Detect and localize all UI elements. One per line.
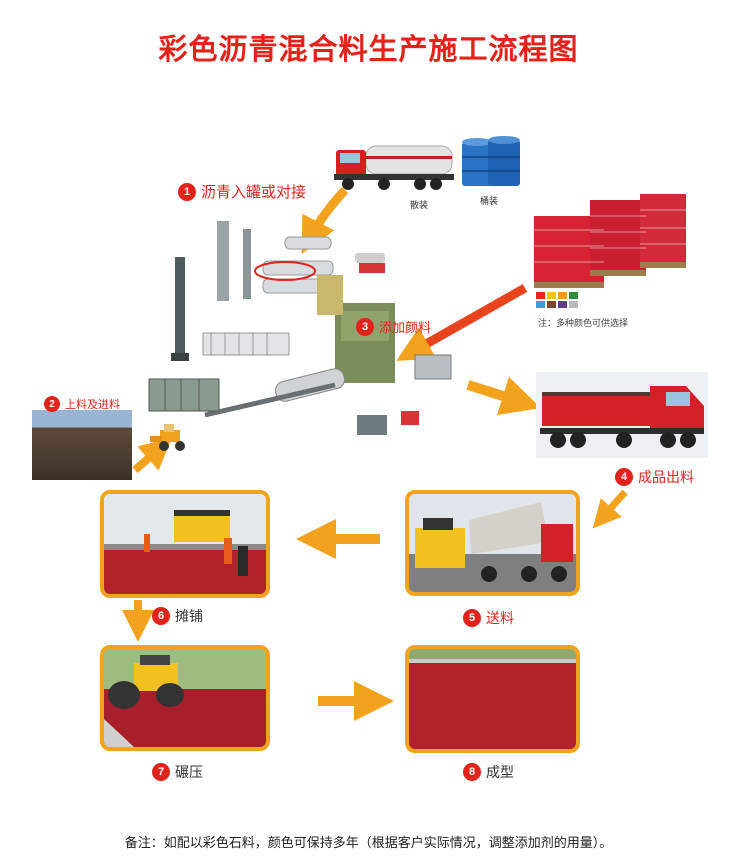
color-swatch (569, 301, 578, 308)
finished-surface-photo (405, 645, 580, 753)
step-7: 7 碾压 (152, 762, 203, 782)
arrow-to-truck (466, 376, 542, 416)
loader-illustration (150, 424, 185, 451)
step-6-label: 摊铺 (175, 609, 203, 625)
tanker-truck-illustration (334, 145, 454, 190)
dump-truck-illustration (536, 372, 708, 458)
step-2-label: 上料及进料 (65, 398, 120, 411)
pigment-pallets-illustration (534, 194, 686, 288)
step-1: 1 沥青入罐或对接 (178, 181, 306, 202)
rolling-scene (104, 649, 266, 747)
step-7-label: 碾压 (175, 765, 203, 781)
step-2: 2 上料及进料 (44, 396, 120, 412)
step-3-badge: 3 (356, 317, 374, 336)
step-1-badge: 1 (178, 182, 196, 201)
barrel-caption: 桶装 (480, 197, 499, 207)
step-5: 5 送料 (463, 608, 514, 628)
step-4-badge: 4 (615, 468, 633, 486)
color-swatch (547, 292, 556, 299)
barrels-illustration (462, 136, 520, 186)
step-3: 3 添加颜料 (356, 317, 431, 336)
mixing-plant-illustration (148, 221, 452, 435)
footnote: 备注：如配以彩色石料，颜色可保持多年（根据客户实际情况，调整添加剂的用量）。 (124, 836, 613, 851)
step-8-badge: 8 (463, 763, 481, 781)
feeding-photo (405, 490, 580, 596)
step-4-label: 成品出料 (638, 470, 694, 486)
color-swatch (558, 301, 567, 308)
color-swatch (569, 292, 578, 299)
step-1-label: 沥青入罐或对接 (201, 183, 307, 201)
aggregate-pile-photo (32, 410, 132, 480)
finished-scene (409, 649, 576, 749)
color-note: 注：多种颜色可供选择 (538, 319, 629, 329)
rolling-photo (100, 645, 270, 751)
step-3-label: 添加颜料 (379, 321, 432, 336)
color-swatch (558, 292, 567, 299)
color-swatch (547, 301, 556, 308)
paving-photo (100, 490, 270, 598)
step-6: 6 摊铺 (152, 606, 203, 626)
step-7-badge: 7 (152, 763, 170, 781)
color-swatch (536, 292, 545, 299)
step-8: 8 成型 (463, 762, 514, 782)
step-2-badge: 2 (44, 396, 60, 412)
step-8-label: 成型 (486, 765, 514, 781)
bulk-caption: 散装 (410, 201, 429, 211)
step-5-label: 送料 (486, 611, 514, 627)
page-title: 彩色沥青混合料生产施工流程图 (158, 32, 579, 66)
paving-scene (104, 494, 266, 594)
step-4: 4 成品出料 (615, 467, 694, 487)
color-swatch (536, 301, 545, 308)
arrow-aggregate-in (132, 437, 173, 474)
arrow-asphalt-in (301, 186, 349, 254)
step-5-badge: 5 (463, 609, 481, 627)
arrow-4-to-5 (592, 489, 628, 529)
color-swatches (536, 292, 584, 308)
arrow-pigment-in (396, 284, 528, 361)
feeding-scene (409, 494, 576, 592)
step-6-badge: 6 (152, 607, 170, 625)
